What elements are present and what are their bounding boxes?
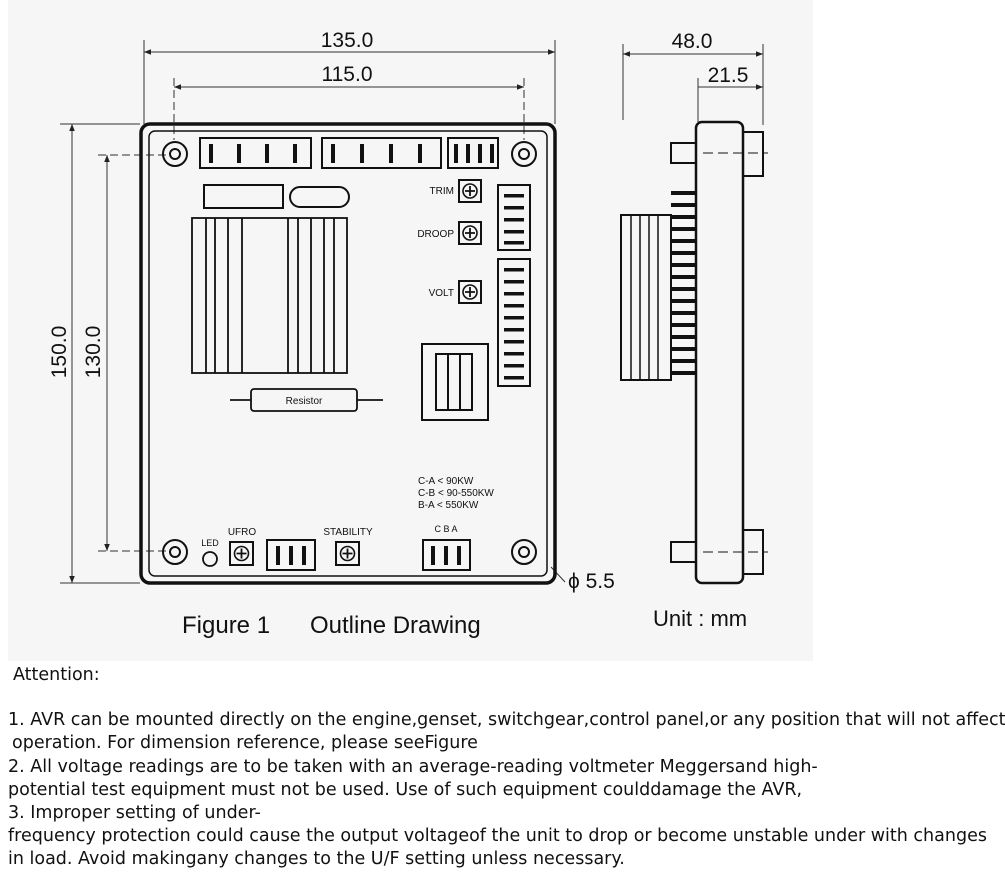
led-indicator	[202, 551, 218, 567]
figure-title: Outline Drawing	[310, 612, 481, 639]
mounting-holes	[162, 141, 537, 565]
droop-pot	[458, 221, 482, 245]
right-terminal-strips	[497, 184, 531, 387]
figure-number: Figure 1	[182, 612, 270, 639]
fuse-holder	[421, 343, 489, 421]
rating-cb: C-B < 90-550KW	[418, 488, 494, 499]
resistor-label: Resistor	[286, 396, 323, 407]
bottom-terminal-pins	[276, 546, 461, 565]
top-terminals	[199, 137, 499, 169]
board-side-view	[620, 120, 768, 585]
note-line-1: 1. AVR can be mounted directly on the en…	[8, 710, 1005, 731]
heatsink	[191, 217, 348, 374]
note-line-4: potential test equipment must not be use…	[8, 779, 803, 800]
component-block	[203, 184, 350, 209]
stability-pot	[335, 541, 360, 566]
dim-48: 48.0	[672, 30, 713, 53]
outline-drawing: 135.0 115.0 150.0 130.0 48.0 21.5 ϕ 5.5	[8, 0, 813, 661]
note-line-7: in load. Avoid makingany changes to the …	[8, 849, 625, 870]
rating-ca: C-A < 90KW	[418, 476, 474, 487]
dimension-lines	[60, 40, 764, 584]
note-line-6: frequency protection could cause the out…	[8, 826, 987, 847]
led-label: LED	[201, 538, 219, 548]
rating-ba: B-A < 550KW	[418, 500, 479, 511]
dim-21-5: 21.5	[708, 64, 749, 87]
droop-label: DROOP	[417, 229, 454, 240]
unit-label: Unit : mm	[653, 606, 747, 631]
dim-135: 135.0	[321, 29, 374, 52]
ufro-pot	[229, 541, 254, 566]
volt-pot	[458, 280, 482, 304]
bottom-terminals	[266, 539, 471, 571]
note-line-5: 3. Improper setting of under-	[8, 803, 261, 824]
note-line-3: 2. All voltage readings are to be taken …	[8, 756, 818, 777]
dim-hole-diameter: ϕ 5.5	[568, 570, 615, 593]
cba-label: C B A	[434, 524, 457, 534]
dim-115: 115.0	[322, 63, 373, 86]
attention-notes: Attention: 1. AVR can be mounted directl…	[8, 664, 1005, 872]
resistor	[230, 388, 383, 412]
board-front-view	[139, 122, 557, 585]
trim-label: TRIM	[430, 186, 454, 197]
trim-pot	[458, 179, 482, 203]
stability-label: STABILITY	[323, 527, 373, 538]
volt-label: VOLT	[429, 288, 454, 299]
dim-150: 150.0	[48, 326, 71, 379]
ufro-label: UFRO	[228, 527, 257, 538]
top-terminal-pins	[209, 144, 494, 163]
notes-heading: Attention:	[13, 665, 100, 685]
right-terminal-pins	[504, 194, 524, 380]
dim-130: 130.0	[82, 326, 105, 379]
note-line-2: operation. For dimension reference, plea…	[12, 733, 478, 754]
side-view-pins	[671, 191, 696, 375]
